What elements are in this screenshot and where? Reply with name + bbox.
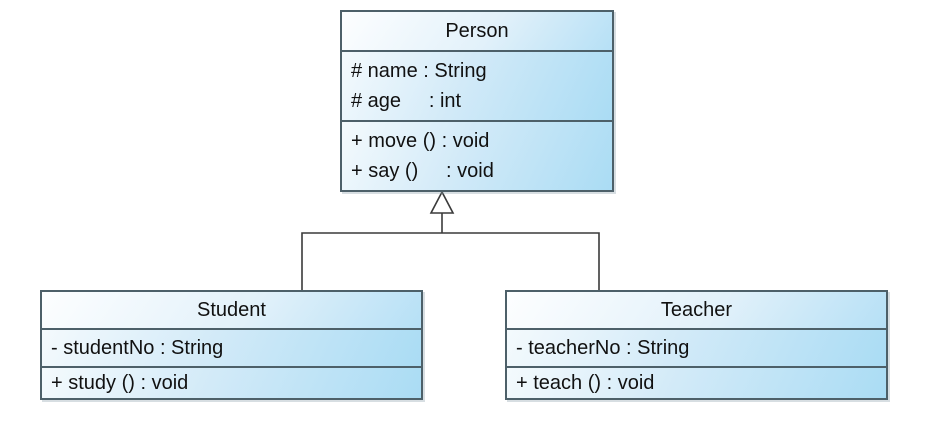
- method-row: + study () : void: [51, 372, 189, 394]
- method-row: + say () : void: [351, 159, 494, 182]
- attribute-row: - teacherNo : String: [516, 337, 690, 359]
- class-box-student: Student - studentNo : String + study () …: [40, 290, 423, 400]
- attributes-section-teacher: - teacherNo : String: [507, 328, 886, 366]
- attributes-section-student: - studentNo : String: [42, 328, 421, 366]
- class-title-person: Person: [342, 12, 612, 50]
- class-title-teacher: Teacher: [507, 292, 886, 328]
- method-row: + teach () : void: [516, 372, 655, 394]
- class-title-student: Student: [42, 292, 421, 328]
- attribute-row: # age : int: [351, 89, 462, 112]
- attribute-row: - studentNo : String: [51, 337, 224, 359]
- methods-section-person: + move () : void + say () : void: [342, 120, 612, 190]
- attributes-section-person: # name : String # age : int: [342, 50, 612, 120]
- class-box-teacher: Teacher - teacherNo : String + teach () …: [505, 290, 888, 400]
- connector-branch-lines: [301, 232, 600, 290]
- methods-section-teacher: + teach () : void: [507, 366, 886, 398]
- method-row: + move () : void: [351, 130, 490, 153]
- attribute-row: # name : String: [351, 60, 487, 83]
- class-box-person: Person # name : String # age : int + mov…: [340, 10, 614, 192]
- inheritance-triangle-icon: [429, 190, 455, 214]
- methods-section-student: + study () : void: [42, 366, 421, 398]
